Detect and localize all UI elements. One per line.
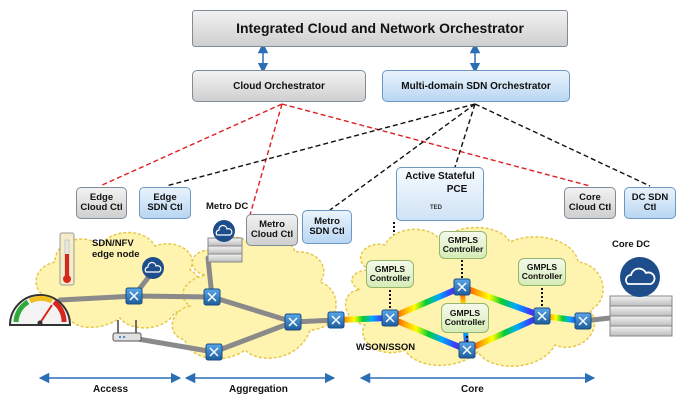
gmpls-4-line2: Controller (521, 271, 563, 281)
metro-dc-server-icon (207, 220, 243, 263)
pce-line1: Active Stateful (405, 171, 475, 182)
router-icon (112, 320, 142, 342)
top-arrows (257, 42, 481, 74)
segment-core-label: Core (461, 384, 484, 395)
edge-node-line2: edge node (92, 248, 140, 260)
gmpls-controller-4: GMPLS Controller (518, 258, 566, 286)
gmpls-3-line1: GMPLS (449, 307, 481, 318)
gmpls-2-line2: Controller (442, 244, 484, 254)
edge-sdn-ctl-line1: Edge (153, 191, 177, 203)
metro-dc-label: Metro DC (206, 201, 249, 212)
core-cloud-ctl-line2: Cloud Ctl (568, 202, 612, 213)
segment-aggregation-label: Aggregation (229, 384, 288, 395)
metro-sdn-ctl-box: Metro SDN Ctl (302, 210, 352, 244)
sdn-orchestrator-label: Multi-domain SDN Orchestrator (401, 80, 551, 92)
integrated-orchestrator-box: Integrated Cloud and Network Orchestrato… (192, 10, 568, 47)
metro-cloud-ctl-line1: Metro (259, 218, 285, 230)
segment-access-label: Access (93, 384, 129, 395)
edge-node-label: SDN/NFV edge node (92, 238, 140, 261)
edge-sdn-ctl-box: Edge SDN Ctl (139, 187, 191, 219)
cloud-orchestrator-box: Cloud Orchestrator (192, 70, 366, 102)
edge-cloud-ctl-line2: Cloud Ctl (80, 202, 123, 213)
gmpls-2-line1: GMPLS (447, 234, 479, 245)
metro-sdn-ctl-line2: SDN Ctl (309, 226, 345, 237)
pce-box: Active Stateful PCE (396, 167, 484, 221)
core-cloud-ctl-box: Core Cloud Ctl (564, 187, 616, 219)
cloud-orchestrator-label: Cloud Orchestrator (233, 80, 325, 92)
core-dc-server-icon (609, 257, 673, 337)
metro-sdn-ctl-line1: Metro (314, 215, 340, 227)
edge-cloud-ctl-box: Edge Cloud Ctl (76, 187, 127, 219)
core-dc-label: Core DC (612, 239, 651, 250)
thermometer-icon (59, 232, 75, 286)
integrated-orchestrator-label: Integrated Cloud and Network Orchestrato… (236, 19, 524, 36)
gmpls-controller-3: GMPLS Controller (441, 303, 489, 333)
sdn-control-links (165, 103, 651, 236)
core-cloud-ctl-line1: Core (579, 191, 601, 203)
gmpls-links (389, 260, 543, 344)
gmpls-3-line2: Controller (444, 317, 486, 327)
dc-sdn-ctl-line2: Ctl (643, 202, 657, 213)
edge-cloud-ctl-line1: Edge (89, 191, 114, 203)
gmpls-1-line2: Controller (369, 273, 411, 283)
sdn-orchestrator-box: Multi-domain SDN Orchestrator (382, 70, 570, 102)
edge-node-line1: SDN/NFV (92, 238, 134, 249)
gmpls-controller-1: GMPLS Controller (366, 260, 414, 288)
metro-cloud-ctl-line2: Cloud Ctl (250, 229, 294, 240)
dc-sdn-ctl-line1: DC SDN (631, 191, 669, 203)
pce-line2: PCE (446, 184, 468, 195)
gmpls-4-line1: GMPLS (526, 261, 558, 272)
metro-cloud-ctl-box: Metro Cloud Ctl (246, 214, 298, 246)
gmpls-1-line1: GMPLS (374, 263, 406, 274)
wson-label: WSON/SSON (356, 342, 416, 353)
switch-nodes (125, 278, 592, 361)
access-cloud (35, 231, 202, 329)
edge-sdn-ctl-line2: SDN Ctl (147, 202, 183, 213)
gmpls-controller-2: GMPLS Controller (439, 231, 487, 259)
gauge-icon (8, 294, 72, 326)
edge-node-cloud-icon (142, 257, 164, 279)
ted-label: TED (430, 205, 442, 211)
dc-sdn-ctl-box: DC SDN Ctl (624, 187, 676, 219)
